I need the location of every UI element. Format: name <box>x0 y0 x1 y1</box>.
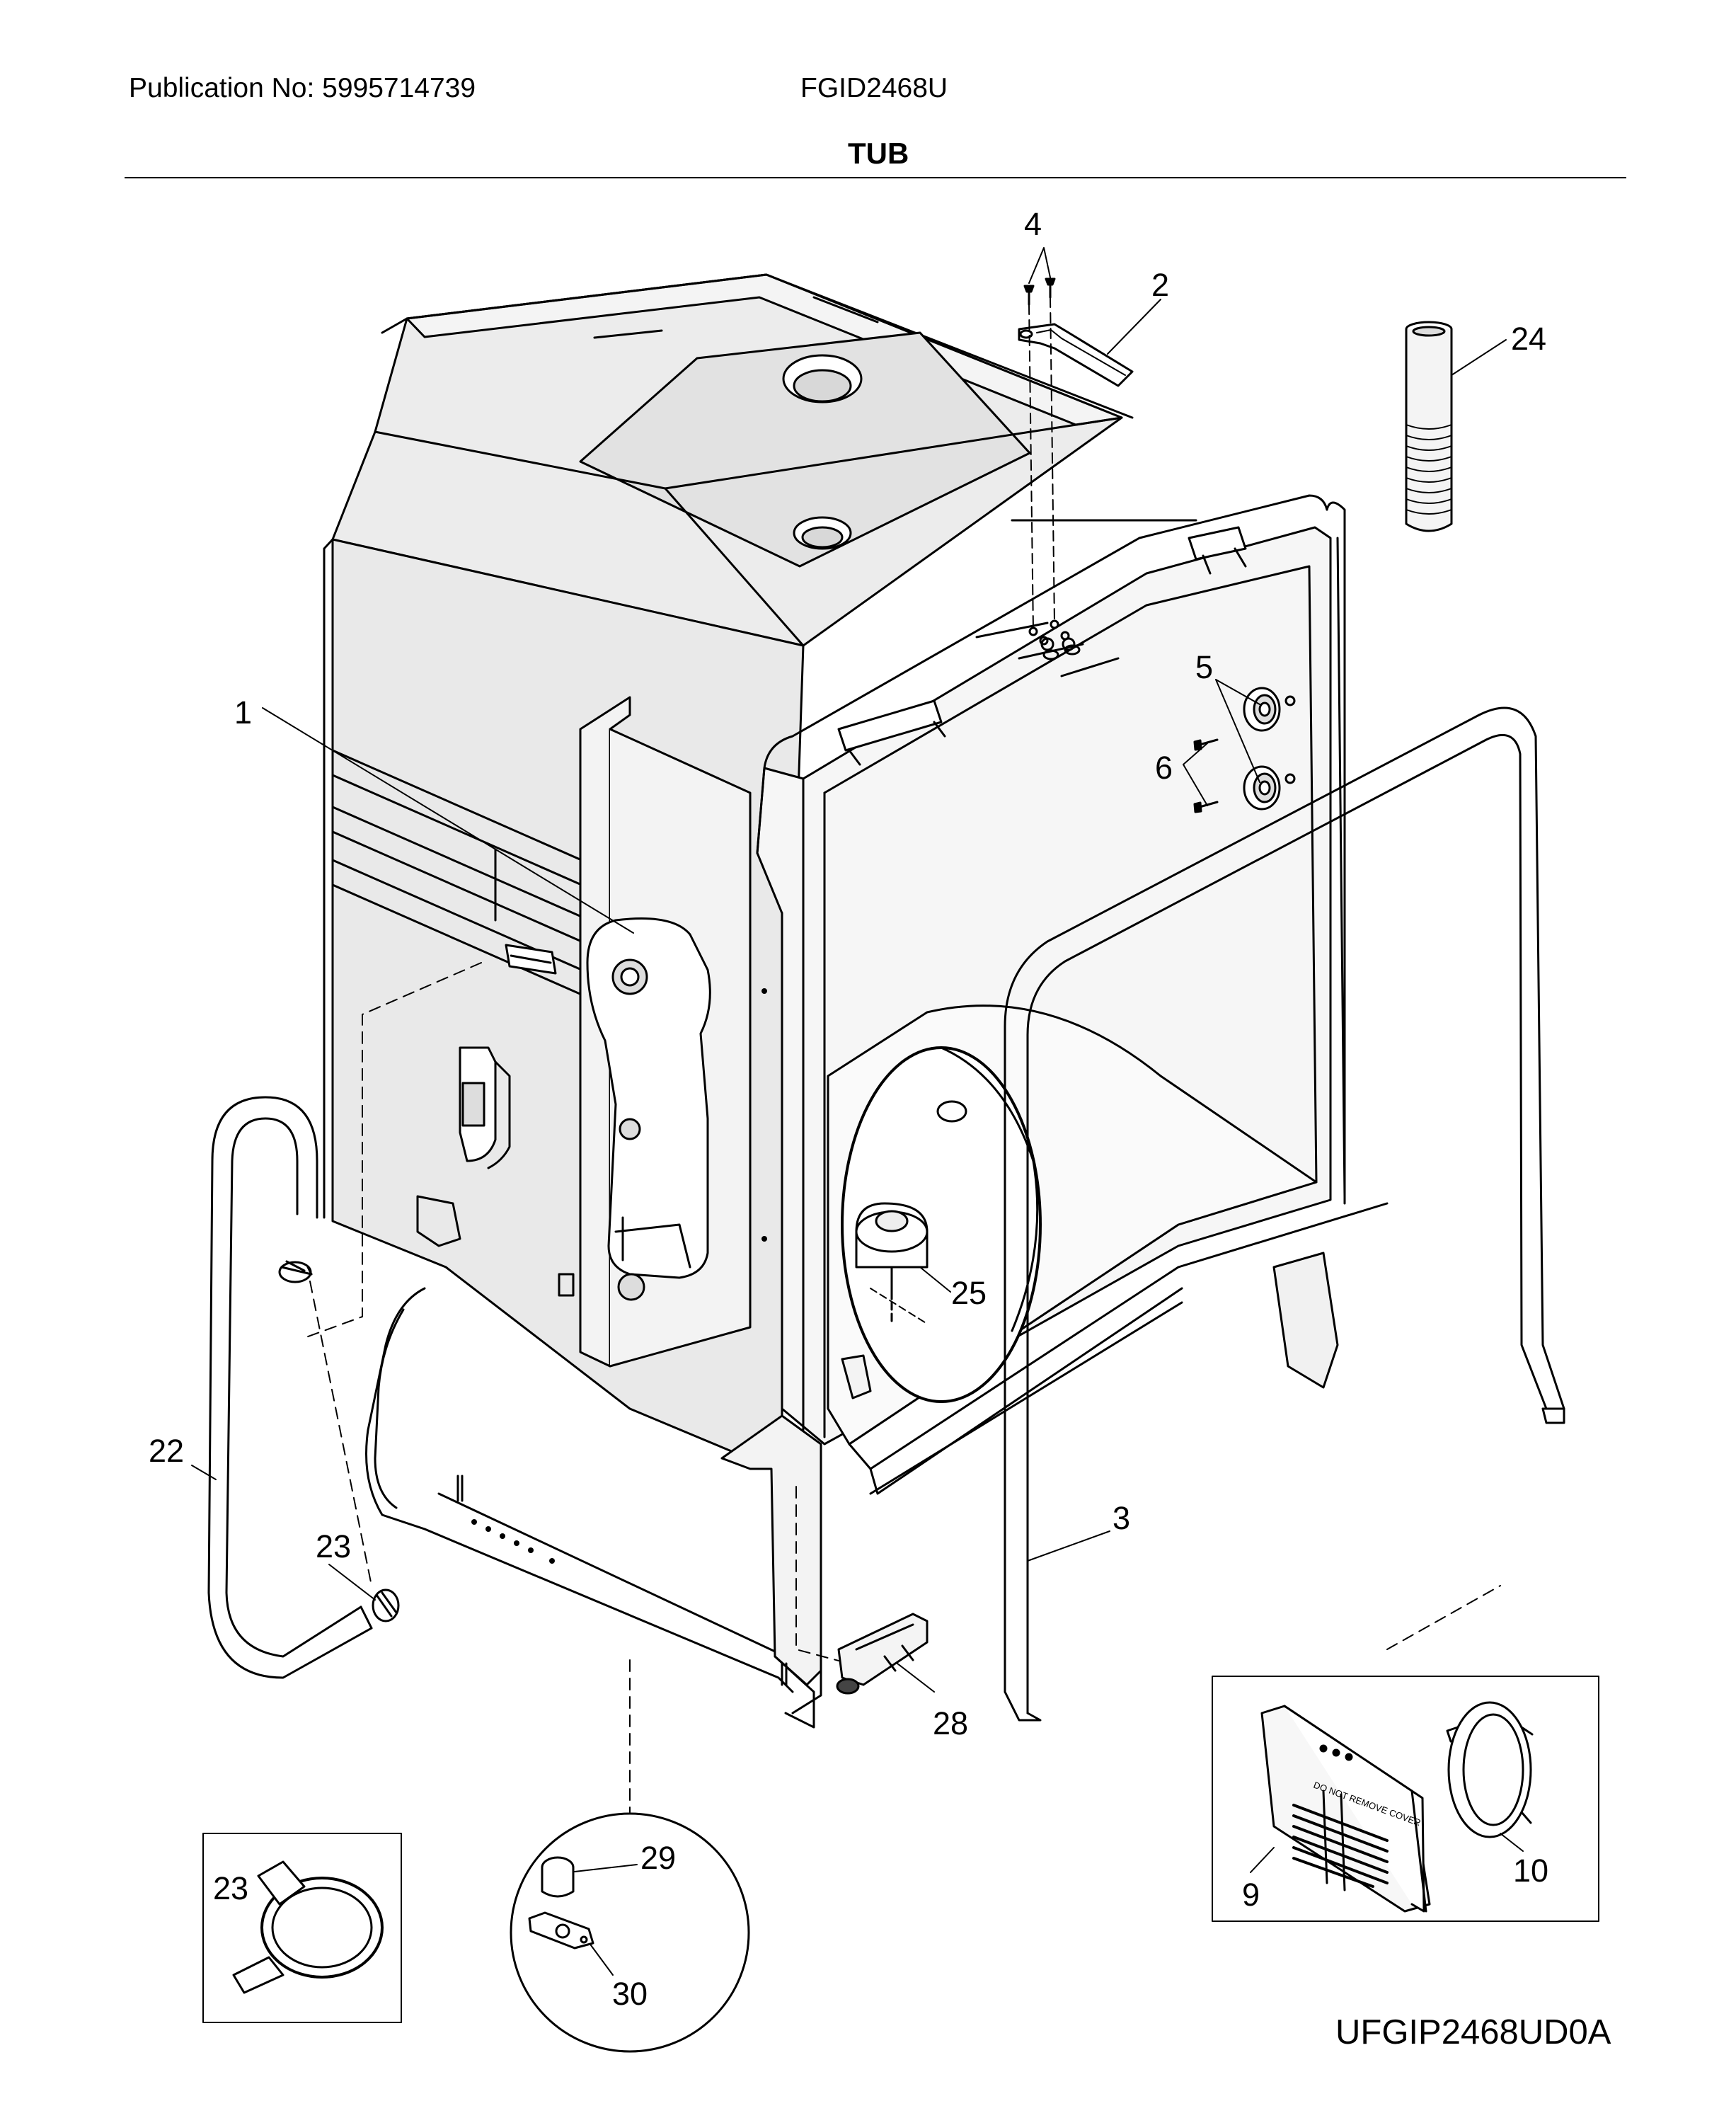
detail-box-clamp <box>202 1833 402 2023</box>
part-labels: 1 2 3 4 5 6 9 10 22 23 23 24 25 28 29 30 <box>149 206 1548 2012</box>
label-part-2: 2 <box>1151 267 1169 303</box>
label-part-22: 22 <box>149 1433 184 1469</box>
label-part-30: 30 <box>612 1976 648 2012</box>
part-6-screws <box>1193 738 1219 813</box>
label-part-9: 9 <box>1242 1877 1260 1913</box>
model-number: FGID2468U <box>800 73 948 103</box>
header-divider <box>125 177 1626 178</box>
tub-body <box>323 273 1197 1474</box>
part-23-clamp-lower <box>372 1588 400 1622</box>
part-28-door-switch <box>836 1613 929 1695</box>
page-title: TUB <box>848 137 909 170</box>
label-part-3: 3 <box>1113 1500 1130 1536</box>
diagram-reference-code: UFGIP2468UD0A <box>1335 2013 1611 2051</box>
connector-lines <box>304 962 1501 1813</box>
leader-lines <box>191 247 1524 1976</box>
label-part-23: 23 <box>316 1528 351 1564</box>
label-part-10: 10 <box>1513 1853 1548 1889</box>
publication-number: Publication No: 5995714739 <box>129 73 476 103</box>
part-3-door-gasket <box>1004 706 1565 1722</box>
label-part-4: 4 <box>1024 206 1042 242</box>
detail-circle-parts <box>510 1812 750 2053</box>
label-part-24: 24 <box>1511 321 1546 357</box>
label-part-25: 25 <box>951 1275 987 1311</box>
gasket-frame-rear <box>1326 501 1346 1205</box>
label-part-1: 1 <box>234 694 252 731</box>
part-25-center-piece <box>870 1288 928 1325</box>
label-part-23-detail: 23 <box>213 1870 248 1906</box>
part-24-vent <box>1405 321 1453 532</box>
part-5-rollers <box>1243 687 1296 811</box>
part-23-clamp-small <box>278 1260 313 1283</box>
label-part-6: 6 <box>1155 750 1173 786</box>
tub-front-frame <box>756 494 1389 1495</box>
label-part-28: 28 <box>933 1705 968 1741</box>
part-2-bracket <box>1018 323 1134 387</box>
label-part-29: 29 <box>640 1840 676 1876</box>
part-4-screws <box>1023 277 1081 660</box>
part-22-drain-hose <box>207 1096 373 1679</box>
detail-box-module: DO NOT REMOVE COVER <box>1212 1676 1599 1922</box>
label-part-5: 5 <box>1195 649 1213 685</box>
